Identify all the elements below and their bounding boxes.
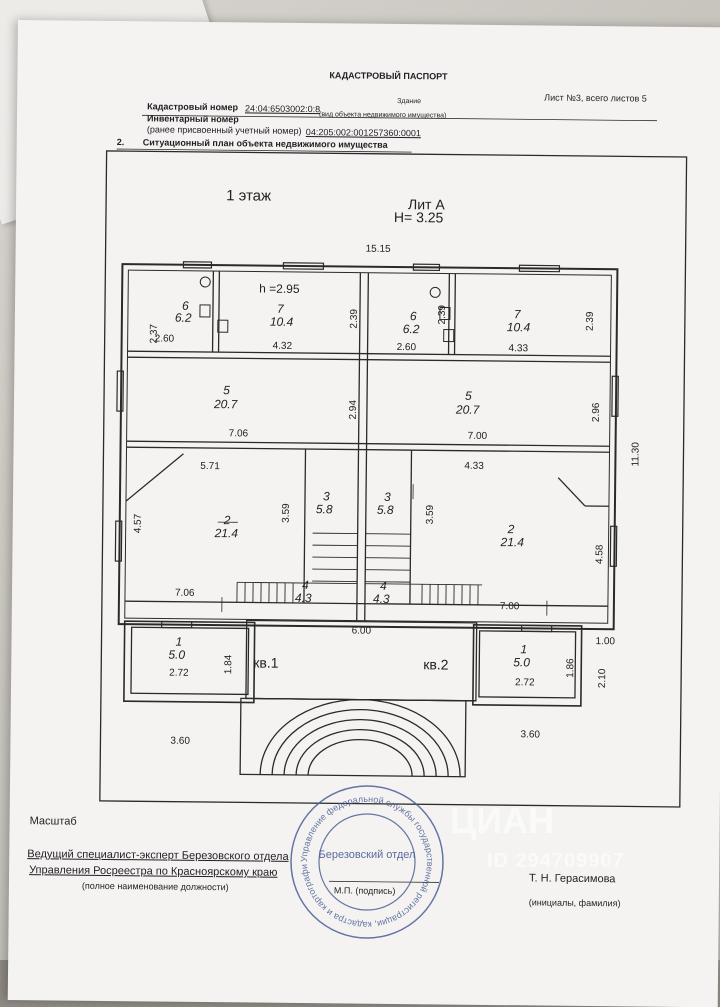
watermark-id: ID 294709907 [487,850,625,873]
stamp-center-text: Березовский отдел [319,849,416,861]
official-stamp: Управление федеральной службы государств… [287,782,447,942]
watermark-brand: ЦИАН [450,800,554,842]
